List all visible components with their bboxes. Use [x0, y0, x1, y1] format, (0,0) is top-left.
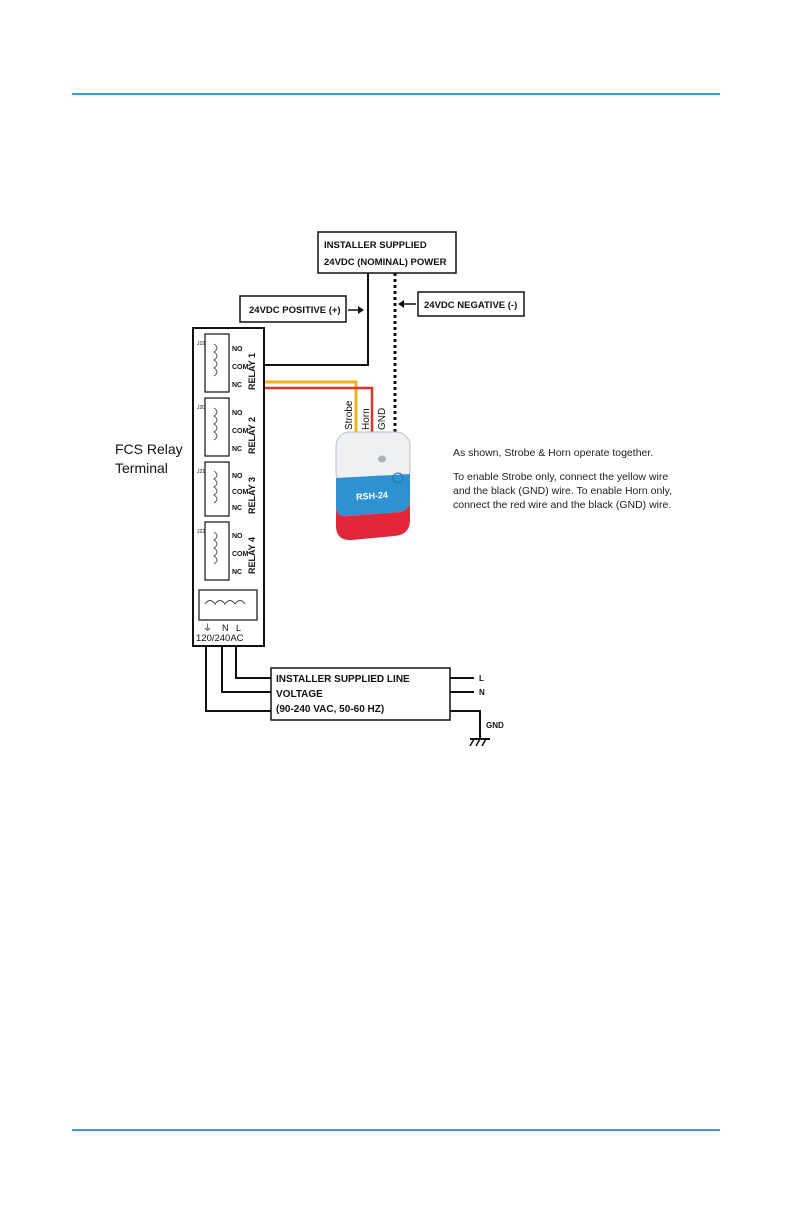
ac-connector	[198, 589, 258, 621]
ac-ground-symbol: ⏚	[203, 623, 212, 633]
note-line1: As shown, Strobe & Horn operate together…	[453, 447, 654, 459]
relay-block-4: J22 NO COM NC RELAY 4	[197, 521, 257, 581]
relay-label: RELAY 3	[247, 477, 257, 514]
pin-no: NO	[232, 346, 243, 353]
relay-block-3: J21 NO COM NC RELAY 3	[197, 461, 257, 517]
header-rule	[72, 93, 720, 95]
negative-label-box	[417, 291, 525, 317]
device-logo-icon	[392, 472, 404, 484]
line-voltage-box	[270, 667, 451, 721]
gnd-terminal-label: GND	[486, 721, 504, 730]
negative-arrow-head	[398, 300, 404, 308]
pin-nc: NC	[232, 569, 242, 576]
pin-no: NO	[232, 473, 243, 480]
l-terminal-label: L	[479, 674, 484, 683]
relay-jumper: J20	[197, 405, 205, 411]
connector-screws	[213, 407, 218, 441]
line-n-wire	[221, 646, 271, 693]
ac-rating: 120/240AC	[196, 633, 244, 644]
connector-screws	[213, 470, 218, 504]
power-box-line2: 24VDC (NOMINAL) POWER	[324, 257, 447, 268]
line-gnd-wire	[205, 646, 271, 712]
relay-jumper: J19	[197, 341, 205, 347]
footer-rule	[72, 1129, 720, 1131]
positive-arrow-head	[358, 306, 364, 314]
ac-connector-screws	[204, 600, 246, 605]
horn-wire	[246, 386, 374, 436]
relay-jumper: J22	[197, 529, 205, 535]
strobe-wire-label: Strobe	[344, 400, 355, 430]
line-box-line3: (90-240 VAC, 50-60 HZ)	[276, 704, 384, 715]
strobe-horn-device: RSH-24	[335, 431, 411, 541]
pin-com: COM	[232, 489, 249, 496]
pin-com: COM	[232, 551, 249, 558]
relay-block-1: J19 NO COM NC RELAY 1	[197, 333, 257, 393]
device-red-lens	[336, 500, 410, 541]
device-blue-band	[336, 474, 410, 517]
title-line2: Terminal	[115, 460, 168, 476]
power-box-line1: INSTALLER SUPPLIED	[324, 240, 427, 251]
positive-label: 24VDC POSITIVE (+)	[249, 305, 341, 316]
relay-label: RELAY 2	[247, 417, 257, 454]
pin-no: NO	[232, 410, 243, 417]
pin-com: COM	[232, 428, 249, 435]
note-line2: To enable Strobe only, connect the yello…	[453, 471, 673, 511]
pin-no: NO	[232, 533, 243, 540]
positive-wire	[246, 273, 369, 366]
line-box-line1: INSTALLER SUPPLIED LINE	[276, 674, 410, 685]
relay-label: RELAY 1	[247, 353, 257, 390]
connector-screws	[213, 531, 218, 565]
power-supply-box	[317, 231, 457, 274]
pin-com: COM	[232, 364, 249, 371]
horn-wire-label: Horn	[361, 408, 372, 430]
line-l-wire	[235, 646, 271, 679]
pin-nc: NC	[232, 505, 242, 512]
relay-jumper: J21	[197, 469, 205, 475]
negative-label: 24VDC NEGATIVE (-)	[424, 300, 517, 311]
strobe-wire	[246, 380, 358, 436]
device-sensor	[378, 455, 386, 463]
line-box-line2: VOLTAGE	[276, 689, 323, 700]
wiring-notes: As shown, Strobe & Horn operate together…	[453, 446, 688, 522]
fcs-relay-terminal-title: FCS Relay Terminal	[115, 440, 183, 478]
relay-block-2: J20 NO COM NC RELAY 2	[197, 397, 257, 457]
gnd-terminal-wire	[450, 710, 481, 738]
title-line1: FCS Relay	[115, 441, 183, 457]
relay-label: RELAY 4	[247, 537, 257, 574]
ground-symbol-icon	[469, 738, 490, 747]
relay-connector	[204, 461, 230, 517]
connector-screws	[213, 343, 218, 377]
n-terminal-label: N	[479, 688, 485, 697]
ac-n-label: N	[222, 623, 229, 633]
gnd-wire-label: GND	[377, 408, 388, 430]
device-model-label: RSH-24	[356, 490, 389, 502]
pin-nc: NC	[232, 382, 242, 389]
pin-nc: NC	[232, 446, 242, 453]
positive-label-box	[239, 295, 347, 323]
ac-l-label: L	[236, 623, 241, 633]
